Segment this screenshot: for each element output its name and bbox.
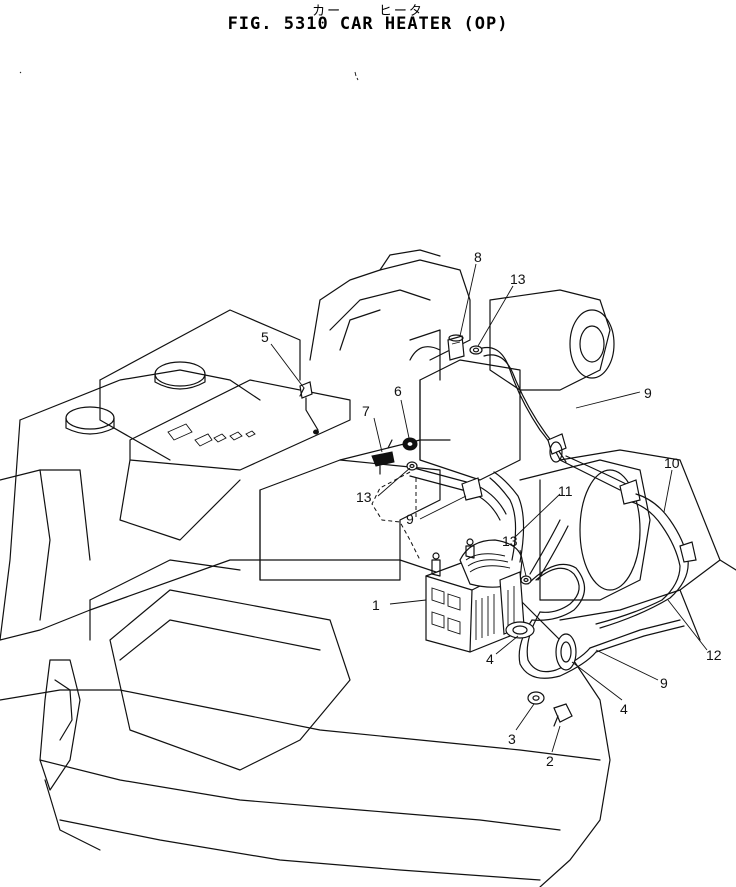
figure-title: FIG. 5310 CAR HEATER (OP)	[227, 14, 509, 34]
callout-8: 8	[474, 249, 482, 265]
callout-13-heater: 13	[502, 533, 518, 549]
leader-lines	[270, 263, 708, 753]
callout-6: 6	[394, 383, 402, 399]
callout-12: 12	[706, 647, 722, 663]
callout-2: 2	[546, 753, 554, 769]
callout-4-left: 4	[486, 651, 494, 667]
kana-car: カー	[312, 4, 343, 19]
callout-1: 1	[372, 597, 380, 613]
machine-body	[0, 249, 736, 887]
callout-9-bottom: 9	[660, 675, 668, 691]
hoses	[371, 346, 697, 679]
callout-5: 5	[261, 329, 269, 345]
callout-11: 11	[558, 483, 573, 499]
stray-marks	[19, 71, 359, 81]
callout-10: 10	[664, 455, 680, 471]
kana-caption: カー ヒータ	[0, 0, 736, 19]
callout-labels: 1 2 3 4 4 5 6 7 8 9 9 9 10 11 12 13 13 1…	[261, 249, 722, 769]
callout-9-top: 9	[644, 385, 652, 401]
heater-unit	[425, 538, 525, 653]
callout-7: 7	[362, 403, 370, 419]
callout-13-center: 13	[356, 489, 372, 505]
callout-9-center: 9	[406, 511, 414, 527]
callout-13-top: 13	[510, 271, 526, 287]
callout-3: 3	[508, 731, 516, 747]
callout-4-right: 4	[620, 701, 628, 717]
kana-heater: ヒータ	[378, 4, 424, 19]
fittings	[299, 334, 573, 727]
